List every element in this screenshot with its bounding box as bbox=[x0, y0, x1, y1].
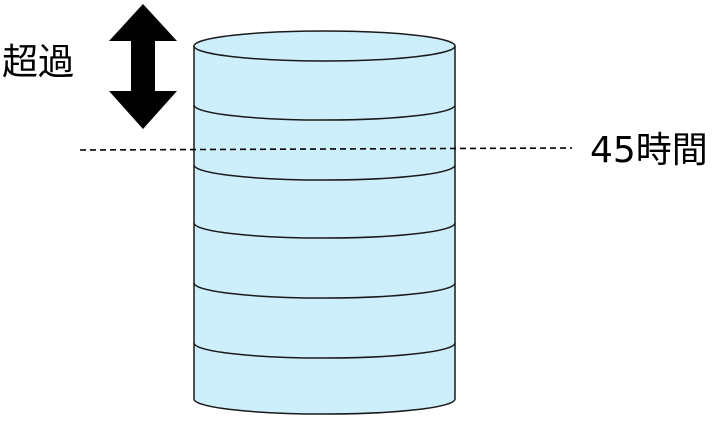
cylinder-band-divider bbox=[193, 222, 456, 239]
cylinder-band-divider bbox=[193, 164, 456, 181]
cylinder-band-divider bbox=[193, 342, 456, 359]
cylinder-band-divider bbox=[193, 104, 456, 121]
excess-label: 超過 bbox=[2, 42, 74, 83]
cylinder-top bbox=[193, 30, 456, 62]
cylinder-body bbox=[193, 46, 456, 415]
cylinder-band-divider bbox=[193, 282, 456, 299]
threshold-label: 45時間 bbox=[590, 130, 708, 171]
double-vertical-arrow-icon bbox=[109, 4, 177, 129]
stacked-cylinder bbox=[193, 30, 456, 415]
threshold-dashed-line bbox=[79, 147, 573, 151]
